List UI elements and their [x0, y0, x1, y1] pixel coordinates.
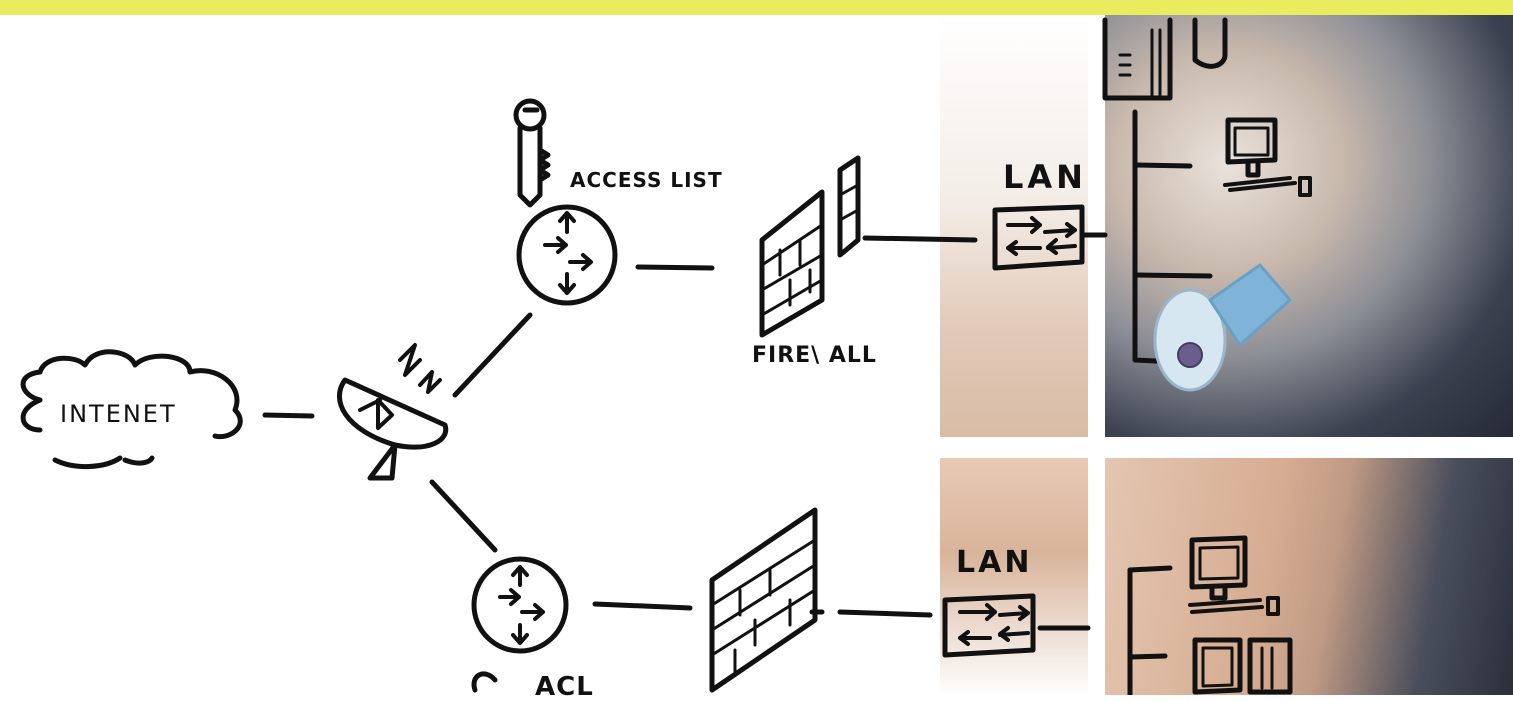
- router-icon-lower: [471, 556, 569, 654]
- server-icon: [1102, 17, 1228, 101]
- key-icon: [513, 98, 551, 208]
- lan-label-bottom: LAN: [956, 545, 1033, 580]
- internet-label: INTENET: [60, 400, 177, 428]
- tile-gap-vertical: [1088, 15, 1105, 695]
- firewall-icon: [759, 155, 861, 338]
- tile-gap-horizontal: [940, 437, 1513, 458]
- acl-label: ACL: [535, 672, 594, 702]
- photo-hand-tile-bottom-right: [1105, 458, 1513, 695]
- key-icon-lower: [471, 671, 498, 693]
- computer-icon: [1223, 117, 1312, 197]
- satellite-dish-icon: [337, 343, 449, 481]
- top-banner: [0, 0, 1513, 15]
- access-list-label: ACCESS LIST: [570, 168, 723, 192]
- marker-pen-icon: [1153, 263, 1292, 392]
- server-icon-lower: [1192, 637, 1293, 695]
- firewall-icon-lower: [709, 507, 818, 693]
- firewall-label: FIRE\ ALL: [752, 343, 877, 368]
- switch-icon: [992, 204, 1085, 271]
- switch-icon-lower: [942, 593, 1036, 658]
- router-icon: [516, 204, 618, 306]
- computer-icon-lower: [1188, 535, 1280, 616]
- lan-label-top: LAN: [1003, 158, 1087, 196]
- cloud-icon: [20, 349, 243, 470]
